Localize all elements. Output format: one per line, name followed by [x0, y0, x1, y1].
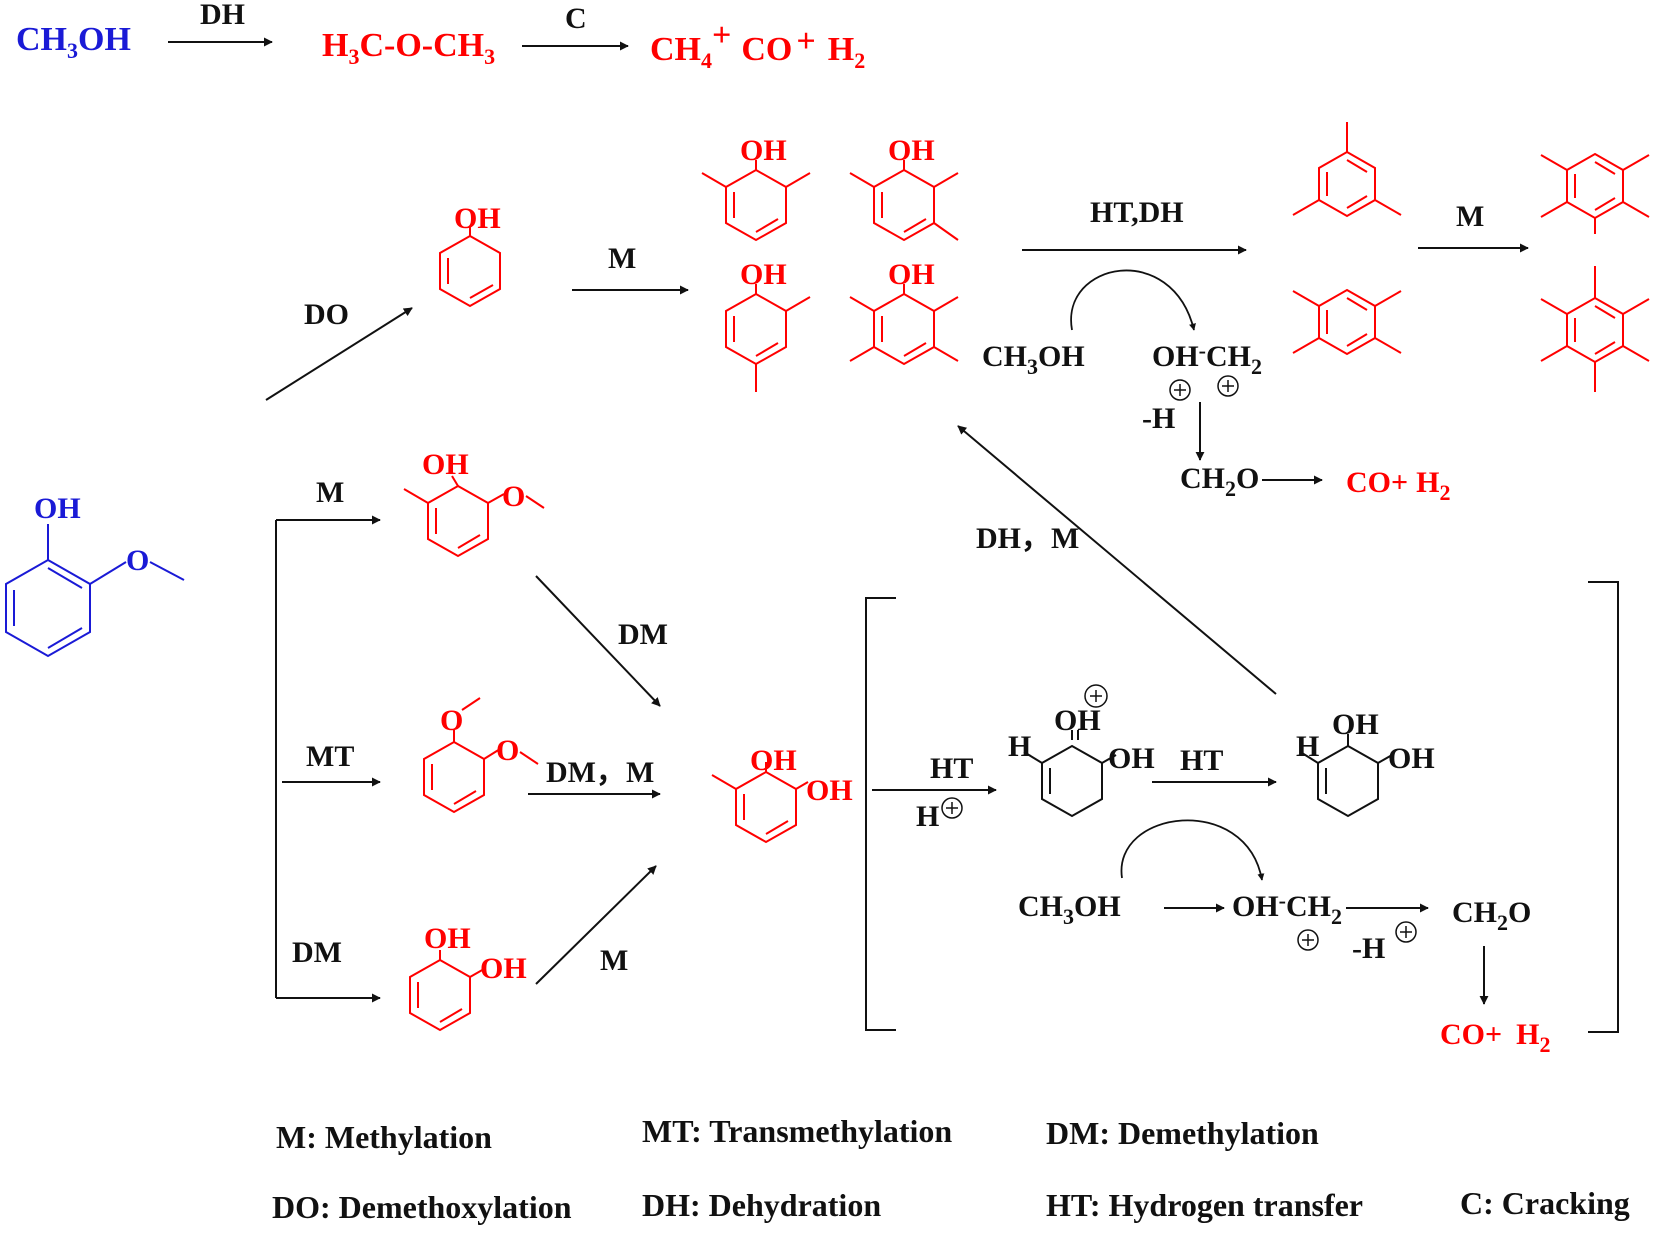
arrow-dh-m [957, 425, 1277, 695]
dimethyl-ether-formula: H3C-O-CH3 [322, 27, 495, 69]
methylcatechol-oh1: OH [750, 744, 797, 777]
charge-plus-icon [1217, 375, 1239, 397]
mesitylene-structure [1292, 122, 1402, 218]
pentamethylbenzene-structure [1540, 152, 1650, 234]
guaiacol-structure [5, 524, 185, 658]
label-c-top: C [565, 2, 587, 35]
bracket-right [1588, 581, 1619, 1033]
arrow-dm-diagonal [535, 575, 661, 707]
methanol-top-formula: CH3OH [16, 21, 131, 63]
arrow-do [265, 307, 413, 401]
protonated-intermediate-oh2: OH [1108, 742, 1155, 775]
carbocation-upper: OH-CH2 [1152, 338, 1262, 379]
label-ht-dh: HT,DH [1090, 196, 1184, 229]
catechol-oh2: OH [480, 952, 527, 985]
legend-item-do: DO: Demethoxylation [272, 1189, 572, 1225]
dimethylphenol-24-structure [725, 284, 811, 392]
methanol-upper: CH3OH [982, 340, 1085, 379]
curved-arrow-icon [1070, 269, 1196, 331]
dimethylphenol-26-oh: OH [740, 134, 787, 167]
trimethylphenol-236-structure [849, 160, 959, 242]
minus-h-upper: -H [1142, 402, 1175, 435]
label-m-guaiacol: M [316, 476, 344, 509]
charge-plus-icon [1169, 379, 1191, 401]
label-dm-diagonal: DM [618, 618, 668, 651]
legend-item-mt: MT: Transmethylation [642, 1113, 952, 1149]
label-dh-top: DH [200, 0, 245, 31]
phenol-structure [439, 226, 501, 308]
label-m-benzenes: M [1456, 200, 1484, 233]
protonated-intermediate-oh1: OH [1054, 704, 1101, 737]
durene-structure [1292, 288, 1402, 356]
charge-plus-icon [1084, 684, 1108, 708]
legend: M: Methylation MT: Transmethylation DM: … [272, 1113, 1630, 1225]
neutral-intermediate-oh2: OH [1388, 742, 1435, 775]
label-do: DO [304, 298, 349, 331]
label-h-plus: H [916, 800, 939, 833]
veratrole-o2: O [496, 734, 519, 767]
methylguaiacol-o: O [502, 480, 525, 513]
dimethylphenol-26-structure [701, 160, 811, 242]
protonated-intermediate-h: H [1008, 730, 1031, 763]
formaldehyde-lower: CH2O [1452, 896, 1531, 935]
formaldehyde-upper: CH2O [1180, 462, 1259, 501]
veratrole-o1: O [440, 704, 463, 737]
minus-h-lower: -H [1352, 932, 1385, 965]
legend-item-dh: DH: Dehydration [642, 1187, 881, 1223]
legend-item-m: M: Methylation [276, 1119, 492, 1155]
label-dm-m: DM，M [546, 756, 654, 789]
label-dh-m: DH，M [976, 522, 1079, 555]
trimethylphenol-246-structure [849, 284, 959, 366]
guaiacol-oh: OH [34, 492, 81, 525]
veratrole-structure [423, 697, 539, 814]
charge-plus-icon [1297, 929, 1319, 951]
syngas-lower: CO+H2 [1440, 1018, 1550, 1057]
phenol-oh: OH [454, 202, 501, 235]
dimethylphenol-24-oh: OH [740, 258, 787, 291]
methylguaiacol-oh: OH [422, 448, 469, 481]
label-mt: MT [306, 740, 354, 773]
label-ht-bracket: HT [930, 752, 973, 785]
label-m-catechol: M [600, 944, 628, 977]
legend-item-c: C: Cracking [1460, 1185, 1630, 1221]
label-m-phenol: M [608, 242, 636, 275]
legend-item-dm: DM: Demethylation [1046, 1115, 1319, 1151]
hexamethylbenzene-structure [1540, 266, 1650, 392]
methylcatechol-oh2: OH [806, 774, 853, 807]
methylcatechol-structure [711, 762, 809, 844]
label-ht-second: HT [1180, 744, 1223, 777]
carbocation-lower: OH-CH2 [1232, 888, 1342, 929]
neutral-intermediate-oh1: OH [1332, 708, 1379, 741]
methanol-lower: CH3OH [1018, 890, 1121, 929]
trimethylphenol-246-oh: OH [888, 258, 935, 291]
catechol-structure [409, 950, 485, 1032]
neutral-intermediate-structure [1301, 734, 1393, 818]
charge-plus-icon [941, 797, 963, 819]
label-dm-catechol: DM [292, 936, 342, 969]
arrow-m-catechol [535, 865, 657, 985]
legend-item-ht: HT: Hydrogen transfer [1046, 1187, 1363, 1223]
guaiacol-o: O [126, 544, 149, 577]
top-reaction: CH3OH DH H3C-O-CH3 C CH4+CO+H2 [16, 0, 865, 73]
syngas-upper: CO+H2 [1346, 466, 1450, 505]
charge-plus-icon [1395, 921, 1417, 943]
neutral-intermediate-h: H [1296, 730, 1319, 763]
trimethylphenol-236-oh: OH [888, 134, 935, 167]
catechol-oh1: OH [424, 922, 471, 955]
cracking-products: CH4+CO+H2 [650, 17, 865, 73]
protonated-intermediate-structure [1023, 730, 1117, 818]
curved-arrow-icon [1120, 819, 1265, 881]
methylguaiacol-structure [403, 475, 545, 558]
bracket-left [865, 597, 896, 1031]
